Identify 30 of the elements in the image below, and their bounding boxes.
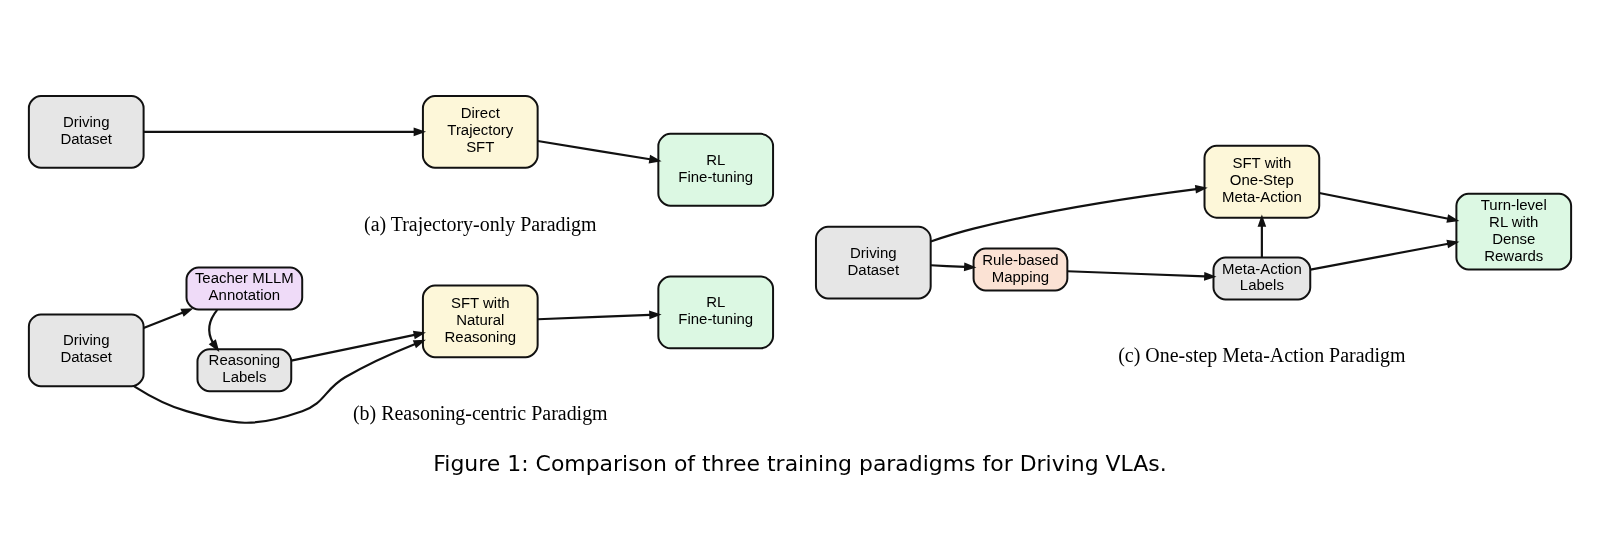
arrow: [930, 262, 977, 271]
node-box: Driving Dataset: [27, 94, 145, 169]
node-box: Driving Dataset: [814, 225, 932, 299]
node-box: Driving Dataset: [27, 312, 145, 387]
arrow: [1257, 213, 1267, 257]
node-box: Turn-level RL with Dense Rewards: [1455, 192, 1573, 271]
node-box: RL Fine-tuning: [657, 275, 775, 349]
arrow: [537, 139, 662, 163]
node-box: Meta-Action Labels: [1212, 256, 1312, 300]
arrow: [1067, 269, 1217, 281]
node-box: Teacher MLLM Annotation: [185, 266, 304, 310]
arrow: [208, 308, 220, 352]
arrow: [143, 127, 427, 136]
label: (b) Reasoning-centric Paradigm: [352, 401, 608, 424]
arrow: [1310, 239, 1460, 271]
node-box: Reasoning Labels: [196, 347, 293, 392]
caption: Figure 1: Comparison of three training paradigms for Driving VLAs.: [433, 450, 1167, 476]
label: (a) Trajectory-only Paradigm: [364, 212, 597, 235]
arrow: [930, 184, 1208, 242]
arrow: [291, 330, 426, 362]
node-box: RL Fine-tuning: [657, 132, 775, 207]
arrow: [133, 339, 426, 424]
arrow: [143, 307, 194, 329]
node-box: SFT with One-Step Meta-Action: [1203, 144, 1321, 219]
label: (c) One-step Meta-Action Paradigm: [1118, 343, 1406, 366]
node-box: Rule-based Mapping: [972, 247, 1069, 291]
arrow: [537, 310, 662, 320]
node-box: Direct Trajectory SFT: [421, 94, 539, 169]
arrow: [1319, 191, 1460, 223]
node-box: SFT with Natural Reasoning: [421, 284, 539, 358]
